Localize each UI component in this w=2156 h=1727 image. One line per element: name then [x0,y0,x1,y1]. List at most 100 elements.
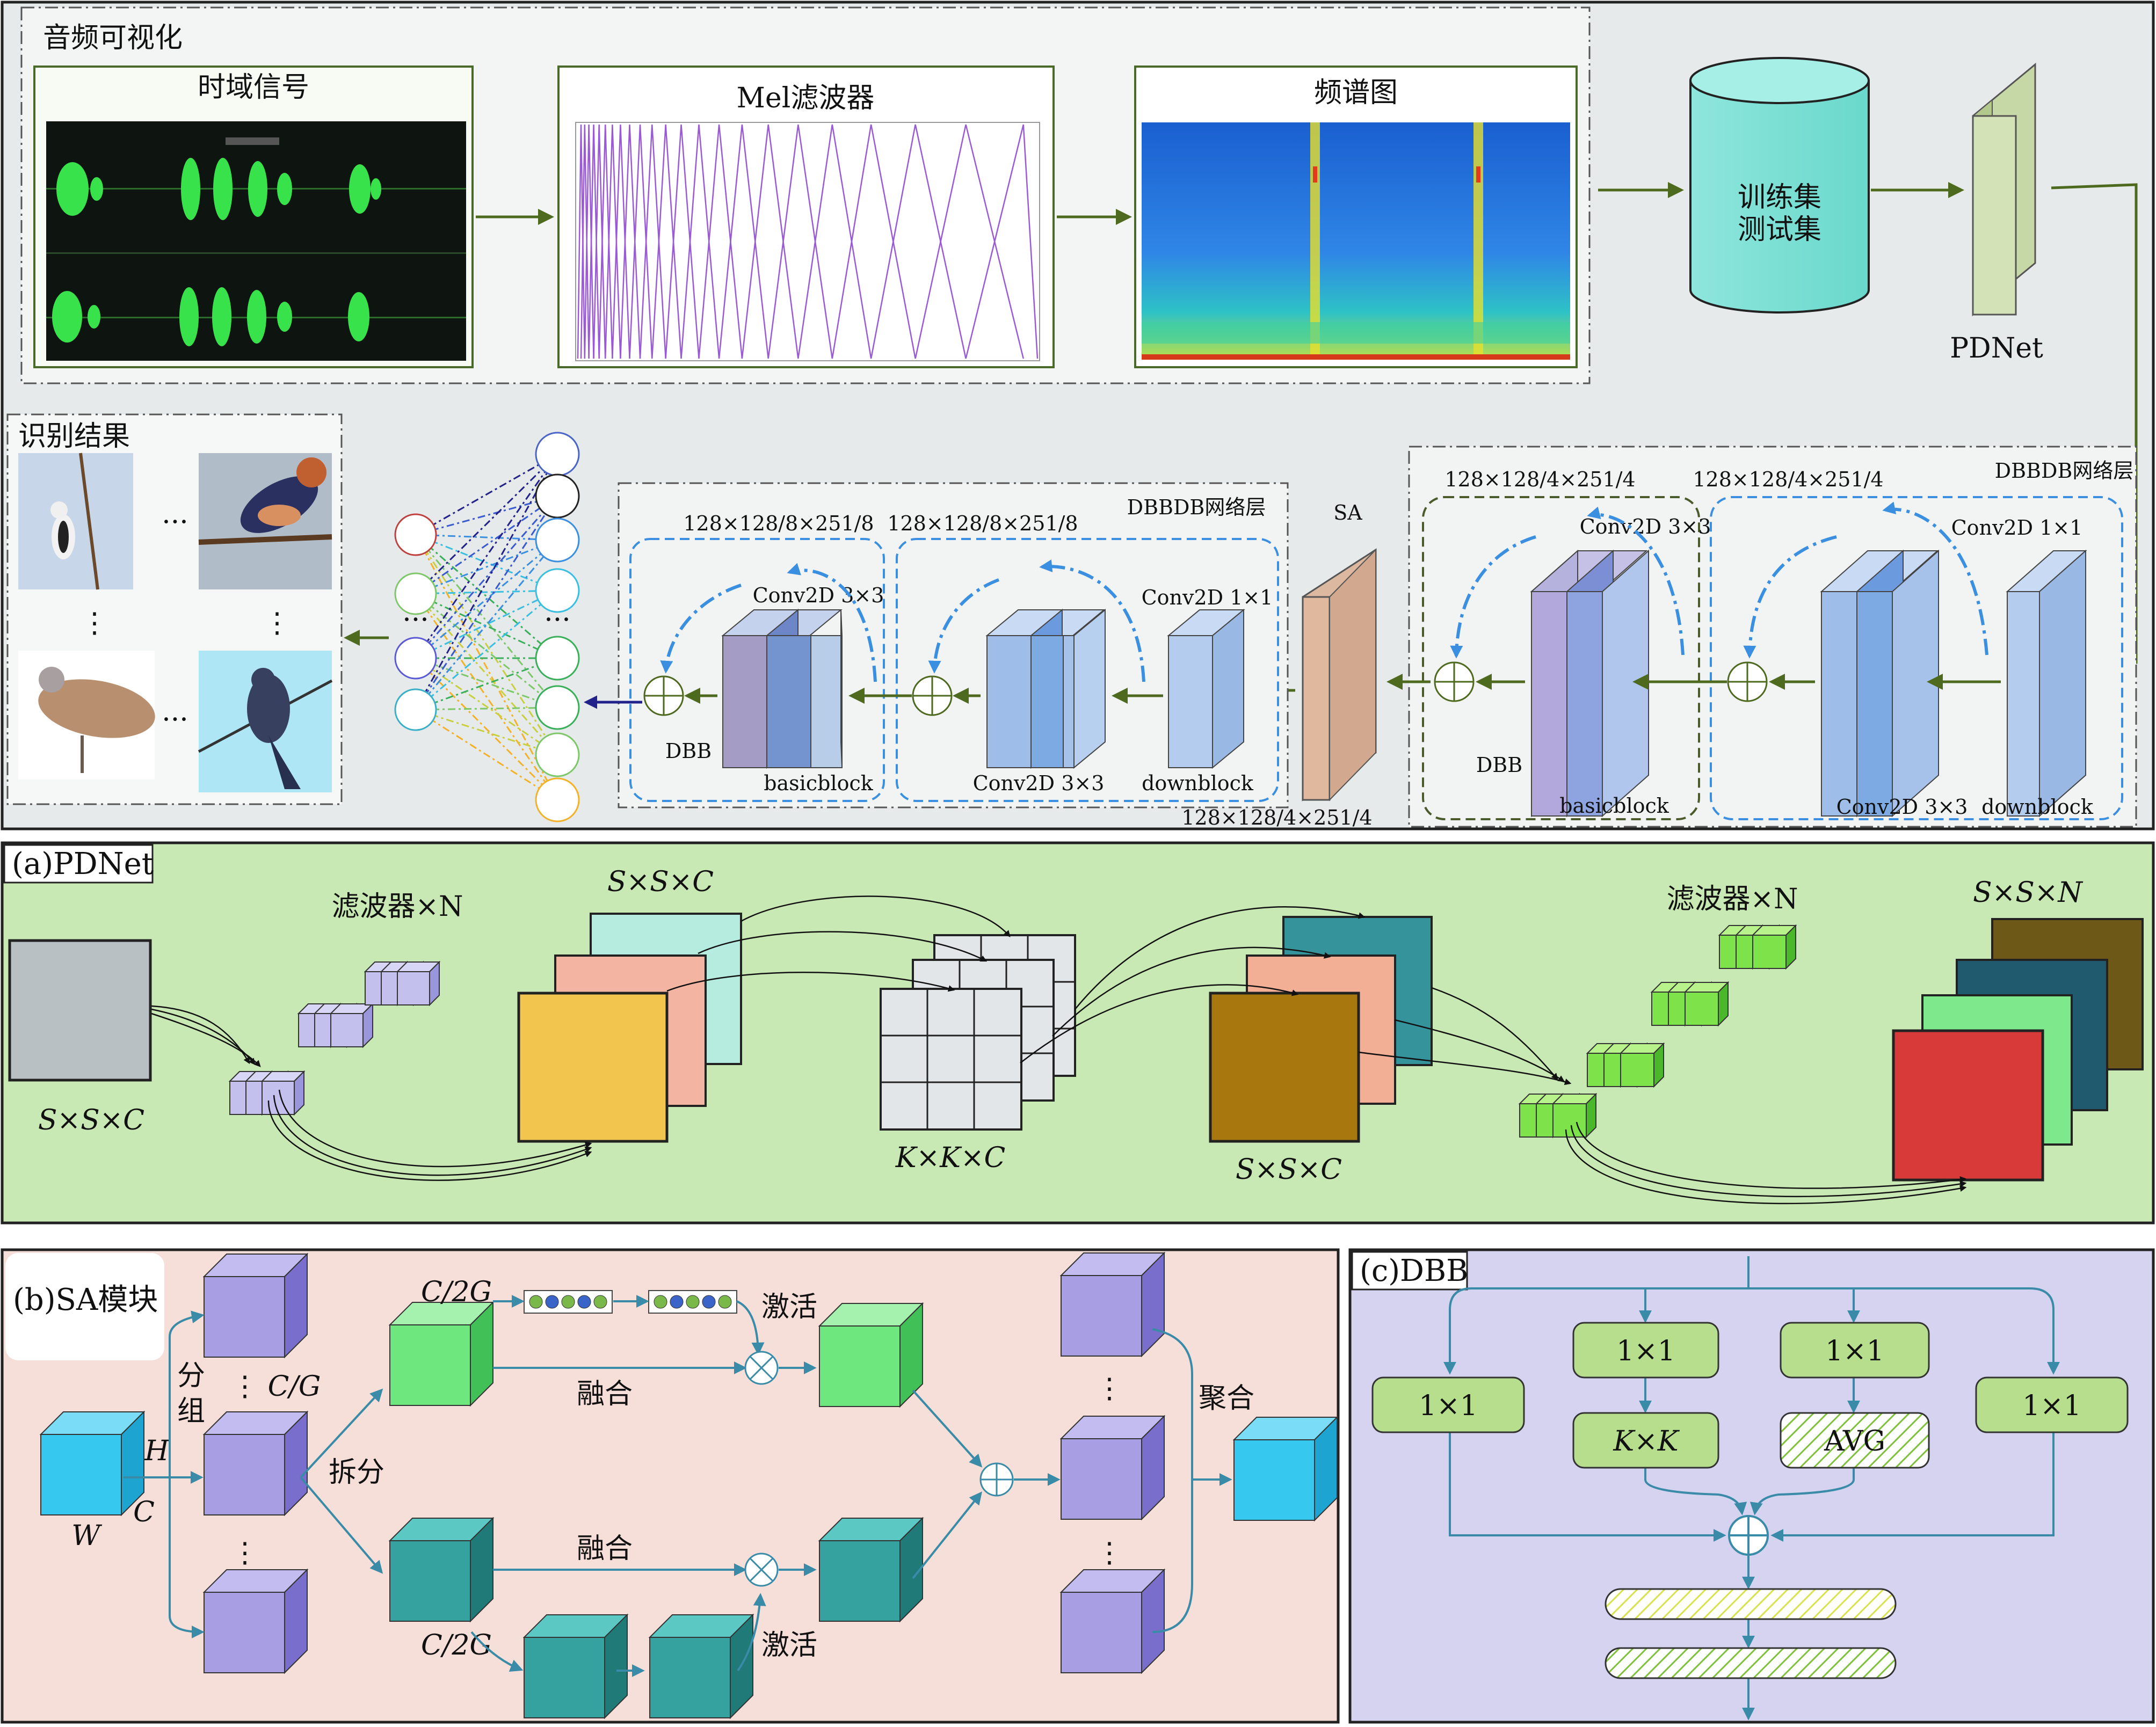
fc-connection [415,495,558,595]
mel-filterbank-plot [575,122,1040,361]
conv3x3b-right-label: Conv2D 3×3 [1836,795,1968,819]
feature-cube-side [899,1302,923,1408]
panel-b-operators [744,1351,1014,1587]
fc-output-ellipsis: ··· [544,604,571,636]
filters1-label: 滤波器×N [331,891,463,923]
c2g-bottom-label: C/2G [421,1629,492,1662]
fc-connection [415,534,558,659]
panel-c-tag-box [1351,1251,1468,1291]
channel-attention-beads [524,1290,737,1314]
fc-input-ellipsis: ··· [402,604,429,636]
kernel-grids [880,934,1076,1131]
downblock-subblock-left [896,538,1279,802]
fc-connection [415,589,558,711]
sa-dim-label: 128×128/4×251/4 [1181,806,1372,829]
fc-connection [415,454,558,659]
output-dim-label: S×S×N [1973,877,2083,909]
group-label-2: 组 [177,1395,205,1427]
bird-photo-4 [198,651,333,792]
conv3x3-right-cube [1820,549,1939,818]
vdots-group-1: ⋮ [231,1371,259,1403]
bead [654,1295,667,1309]
conv3x3-left-label: Conv2D 3×3 [753,584,884,607]
panel-a-tag-box [3,844,154,884]
feature-cube-side [284,1410,308,1517]
input-feature-map [8,939,152,1082]
bird-photo-2 [198,453,332,589]
bead [702,1295,716,1309]
bead [718,1295,732,1309]
panel-b-tag-box [5,1253,164,1360]
fully-connected-layer [394,432,580,822]
panel-b-cubes [39,1251,1339,1719]
dataset-test-label: 测试集 [1738,214,1821,246]
bead [561,1295,575,1309]
panel-c-arrows [1443,1256,2060,1721]
dbb-subblock-right [1422,496,1700,820]
fc-output-node [535,432,580,477]
vdots-group-2: ⋮ [231,1537,259,1569]
audio-group-title: 音频可视化 [43,22,183,54]
bird-photo-1 [18,453,133,590]
result-title: 识别结果 [18,420,130,453]
fc-connection [415,534,558,800]
fc-connection [415,657,558,709]
fc-input-node [394,688,437,731]
dbb-subblock-left [629,538,885,802]
fc-connection [415,589,558,659]
time-signal-title: 时域信号 [198,71,309,104]
c2g-top-label: C/2G [421,1276,492,1308]
panel-a-tag: (a)PDNet [12,847,154,881]
fc-connection [415,657,558,756]
dbb-branch1-1x1: 1×1 [1419,1390,1478,1422]
pdnet-block [1972,62,2036,317]
fc-output-node [535,636,580,681]
residual-right-arrows [1434,501,2001,702]
feature-cube-face [204,1592,285,1673]
fc-connection [415,589,558,595]
dbb-branch3-avg: AVG [1824,1425,1885,1458]
downblock-subblock-right [1710,496,2123,820]
mel-filterbank-triangles [577,124,1039,359]
bead [577,1295,591,1309]
fc-connection [415,593,558,755]
activate-top-label: 激活 [761,1291,817,1323]
downblock-right-cube [2006,549,2087,818]
dbbdb-right-dim1: 128×128/4×251/4 [1444,468,1635,491]
input-dim-label: S×S×C [38,1104,144,1136]
feature-cube-side [1314,1416,1338,1522]
downblock-left-label: downblock [1142,771,1254,795]
fc-connection [415,495,558,710]
fuse-bottom-label: 融合 [577,1533,633,1565]
conv1x1-left-label: Conv2D 1×1 [1142,586,1273,609]
dbbdb-left-dim2: 128×128/8×251/8 [887,512,1078,535]
fc-output-node [535,518,580,563]
spectrogram-title: 频谱图 [1314,77,1398,109]
kernel-dim-label: K×K×C [895,1142,1006,1174]
fuse-top-label: 融合 [577,1378,633,1410]
feature-stack-2 [1209,916,1433,1143]
basicblock-right-label: basicblock [1559,794,1669,818]
w-label: W [71,1520,102,1552]
feature-stack-1 [517,913,742,1143]
split-label: 拆分 [329,1456,384,1489]
c-label: C [133,1496,155,1528]
fc-input-node [394,637,437,680]
conv1x1-right-label: Conv2D 1×1 [1951,516,2083,540]
feature-cube-face [40,1434,122,1515]
fc-connection [415,534,558,708]
fc-connection [415,593,558,800]
spectrogram-image [1142,122,1570,360]
result-vdots-left: ⋮ [81,607,108,639]
fc-connection [415,540,558,710]
cg-label: C/G [268,1371,321,1403]
dbb-branch4-1x1: 1×1 [2022,1390,2081,1422]
bead [593,1295,607,1309]
feature-cube-side [604,1613,628,1719]
panel-b-tag: (b)SA模块 [13,1283,158,1317]
fc-connection [415,454,558,710]
dbb-branch2-kxk: K×K [1613,1425,1680,1458]
fc-connection [415,593,558,709]
fc-connection [415,539,558,595]
